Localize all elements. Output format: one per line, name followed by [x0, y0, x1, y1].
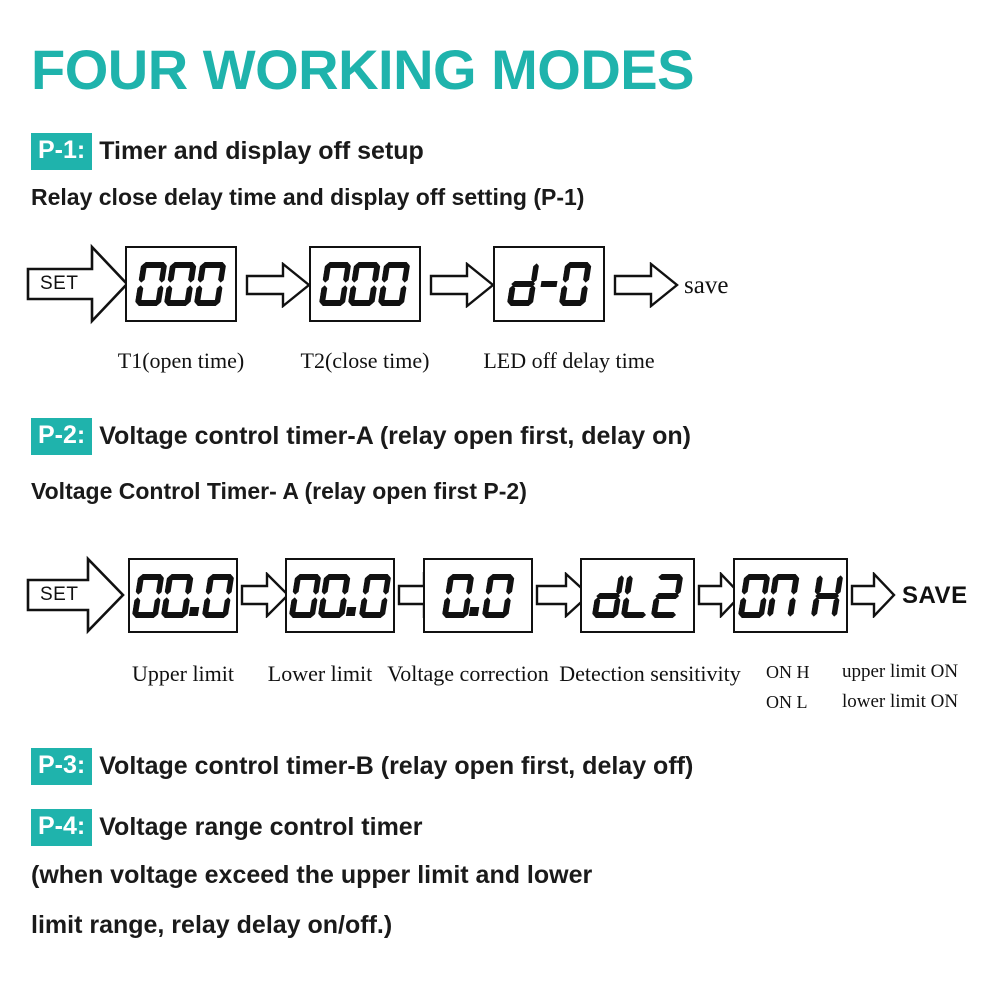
- flow-arrow: [697, 571, 743, 623]
- mode-heading-p3: P-3: Voltage control timer-B (relay open…: [31, 748, 693, 785]
- legend-desc: lower limit ON: [842, 691, 959, 712]
- right-arrow-icon: [240, 571, 290, 619]
- lcd-display-box: [128, 558, 238, 633]
- lcd-display-box: [493, 246, 605, 322]
- right-arrow-icon: [850, 571, 896, 619]
- mode-heading-p4: P-4: Voltage range control timer: [31, 809, 422, 846]
- set-arrow-p2: SET: [26, 555, 126, 635]
- flow-arrow: [245, 261, 311, 313]
- flow-arrow: [240, 571, 290, 623]
- mode-label-p1: Timer and display off setup: [99, 137, 424, 165]
- right-arrow-icon: [245, 261, 311, 309]
- lcd-display-box: [285, 558, 395, 633]
- lcd-display-box: [733, 558, 848, 633]
- set-arrow-icon: [26, 243, 129, 325]
- step-caption: T1(open time): [117, 348, 245, 373]
- lcd-value: [289, 573, 391, 618]
- note-line: limit range, relay delay on/off.): [31, 911, 393, 939]
- lcd-display-box: [125, 246, 237, 322]
- mode-label-p3: Voltage control timer-B (relay open firs…: [99, 752, 694, 780]
- legend-code: ON H: [766, 662, 810, 682]
- step-caption: T2(close time): [300, 348, 430, 373]
- note-line: (when voltage exceed the upper limit and…: [31, 861, 593, 889]
- lcd-value: [132, 573, 234, 618]
- mode-subhead-p1: Relay close delay time and display off s…: [31, 184, 585, 210]
- step-caption: LED off delay time: [483, 348, 655, 373]
- flow-arrow: [613, 261, 679, 313]
- mode-badge-p4: P-4:: [31, 809, 93, 846]
- mode-badge-p2: P-2:: [31, 418, 93, 455]
- step-caption: Upper limit: [131, 661, 235, 686]
- mode-label-p2: Voltage control timer-A (relay open firs…: [99, 422, 691, 450]
- right-arrow-icon: [429, 261, 495, 309]
- step-caption: Voltage correction: [387, 661, 549, 686]
- lcd-value: [319, 262, 411, 306]
- lcd-display-box: [580, 558, 695, 633]
- legend-code: ON L: [766, 692, 808, 712]
- right-arrow-icon: [697, 571, 743, 619]
- lcd-value: [506, 262, 592, 306]
- mode-badge-p1: P-1:: [31, 133, 93, 170]
- mode-subhead-p2: Voltage Control Timer- A (relay open fir…: [31, 478, 527, 504]
- page-title: FOUR WORKING MODES: [31, 38, 694, 101]
- lcd-value: [738, 573, 843, 618]
- mode-heading-p2: P-2: Voltage control timer-A (relay open…: [31, 418, 691, 455]
- flow-end-label-p1: save: [684, 272, 729, 299]
- lcd-display-box: [309, 246, 421, 322]
- set-arrow-icon: [26, 555, 125, 635]
- mode-label-p4: Voltage range control timer: [99, 813, 423, 841]
- legend-desc: upper limit ON: [842, 661, 959, 682]
- flow-arrow: [850, 571, 896, 623]
- step-caption: Detection sensitivity: [559, 661, 741, 686]
- set-arrow-label: SET: [40, 273, 79, 294]
- mode-heading-p1: P-1: Timer and display off setup: [31, 133, 424, 170]
- right-arrow-icon: [535, 571, 591, 619]
- flow-arrow: [535, 571, 591, 623]
- flow-end-label-p2: SAVE: [902, 582, 968, 609]
- lcd-value: [592, 573, 683, 618]
- step-caption: Lower limit: [267, 661, 373, 686]
- lcd-display-box: [423, 558, 533, 633]
- lcd-value: [441, 573, 515, 618]
- lcd-value: [135, 262, 227, 306]
- set-arrow-label: SET: [40, 584, 79, 605]
- flow-arrow: [429, 261, 495, 313]
- mode-badge-p3: P-3:: [31, 748, 93, 785]
- right-arrow-icon: [613, 261, 679, 309]
- set-arrow-p1: SET: [26, 243, 130, 325]
